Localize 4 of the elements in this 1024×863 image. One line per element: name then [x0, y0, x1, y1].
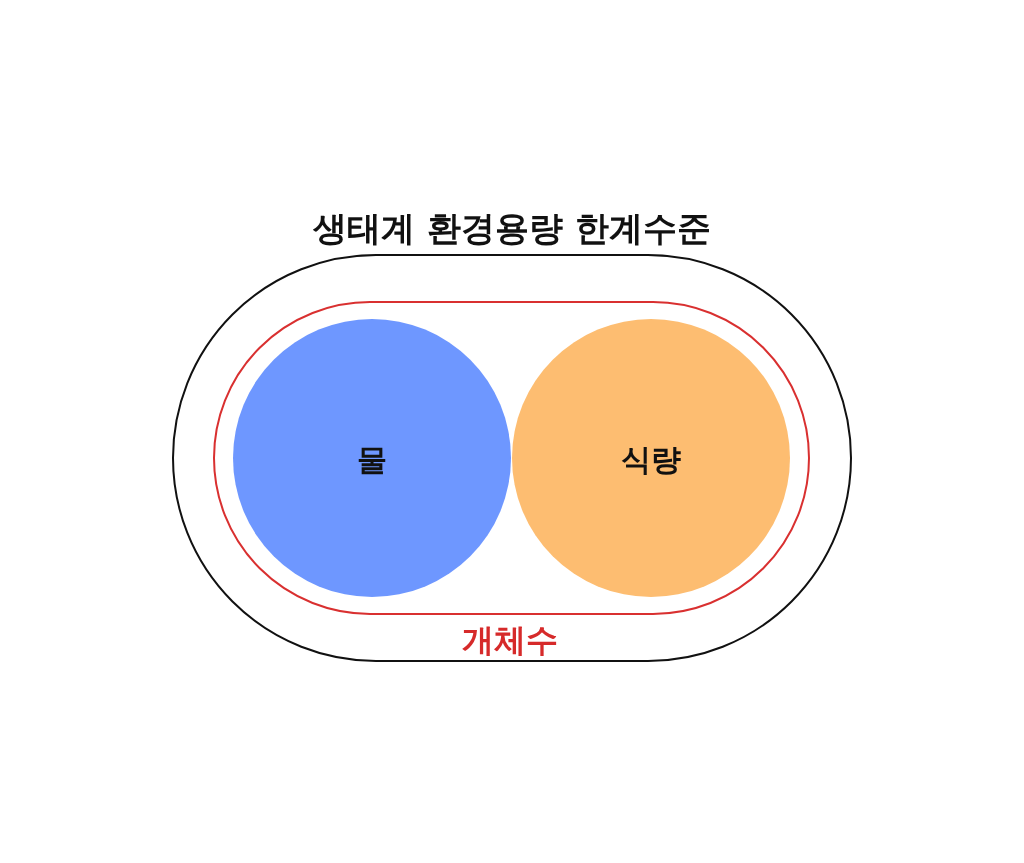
boundary-label: 개체수	[462, 624, 558, 656]
circle-label: 식량	[621, 445, 681, 475]
boundary-label: 생태계 환경용량 한계수준	[313, 211, 711, 245]
circle-label: 물	[357, 445, 387, 475]
